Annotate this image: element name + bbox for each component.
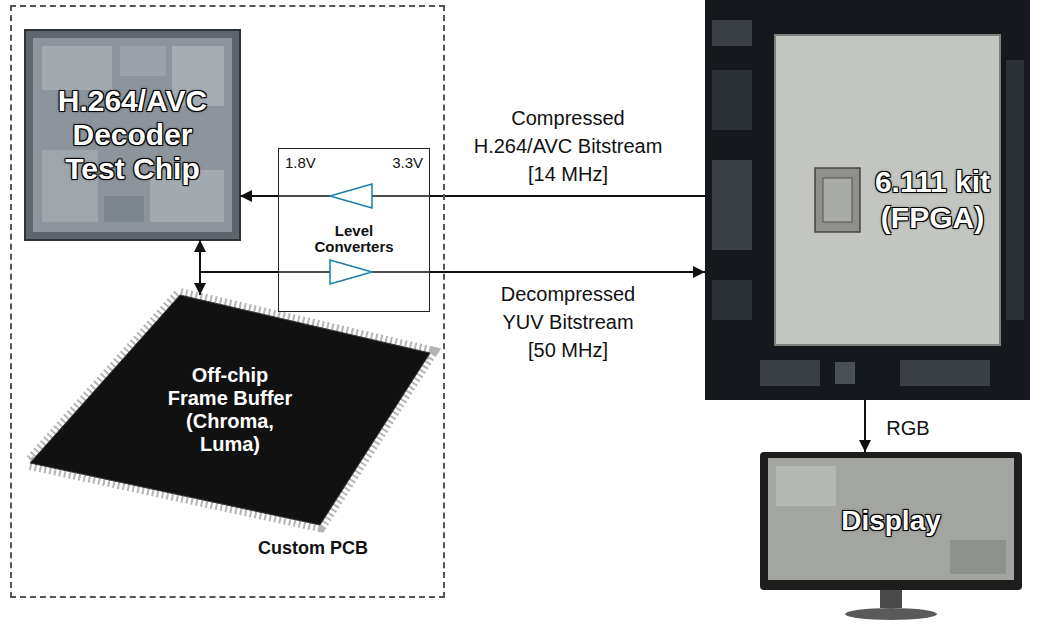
decoder-chip: H.264/AVC Decoder Test Chip (25, 30, 240, 240)
fpga-kit: 6.111 kit (FPGA) (705, 0, 1030, 400)
signal-connector (200, 240, 278, 272)
monitor-base (845, 608, 937, 620)
fpga-chip-die (823, 178, 852, 222)
chip-block (104, 196, 144, 222)
board-component (712, 280, 752, 320)
wire (278, 195, 330, 197)
box-label: Level Converters (309, 223, 399, 255)
monitor-screen (768, 458, 1014, 580)
screen-content (776, 466, 836, 506)
signal-label: Decompressed YUV Bitstream [50 MHz] (488, 280, 648, 364)
board-component (835, 362, 855, 384)
board-component (900, 360, 990, 386)
region-label: Custom PCB (258, 538, 368, 559)
voltage-label: 3.3V (392, 154, 423, 171)
chip-block (42, 46, 112, 90)
label-holder: Compressed H.264/AVC Bitstream [14 MHz] (466, 104, 671, 188)
signal-label: RGB (878, 414, 938, 442)
monitor-bezel (760, 452, 1022, 590)
signal-connector (240, 195, 278, 197)
signal-label: Compressed H.264/AVC Bitstream [14 MHz] (466, 104, 671, 188)
buffer-symbol (330, 184, 372, 208)
frame-buffer-chip: Off-chip Frame Buffer (Chroma, Luma) (30, 295, 430, 525)
display-label: Display (841, 505, 941, 537)
wire (372, 271, 430, 273)
board-component (712, 20, 752, 46)
chip-package (25, 30, 240, 240)
chip-block (120, 46, 166, 76)
screen-content (950, 540, 1006, 574)
label-holder: Decompressed YUV Bitstream [50 MHz] (488, 280, 648, 364)
fpga-board (705, 0, 1030, 400)
label-holder: RGB (878, 414, 938, 442)
memory-package (30, 295, 430, 525)
signal-connector (430, 195, 705, 197)
chip-label: Off-chip Frame Buffer (Chroma, Luma) (160, 364, 300, 456)
chip-label: H.264/AVC Decoder Test Chip (45, 84, 220, 186)
signal-connector (430, 271, 705, 273)
buffer-symbol (330, 260, 372, 284)
board-component (1006, 60, 1024, 320)
fpga-chip (815, 168, 860, 232)
wire (372, 195, 430, 197)
monitor-neck (880, 590, 902, 608)
level-converter-box: 1.8V 3.3V Level Converters (278, 148, 430, 312)
board-component (712, 160, 752, 250)
signal-connector (864, 400, 866, 452)
display-monitor: Display (760, 452, 1022, 590)
board-component (712, 70, 752, 130)
fpga-label: 6.111 kit (FPGA) (848, 164, 1018, 236)
chip-die (33, 38, 232, 232)
board-region: Custom PCB H.264/AVC Decoder Test Chip 1.8… (10, 5, 445, 598)
voltage-label: 1.8V (285, 154, 316, 171)
wire (278, 271, 330, 273)
signal-connector (199, 240, 201, 295)
board-component (760, 360, 820, 386)
package-pins (30, 295, 430, 525)
